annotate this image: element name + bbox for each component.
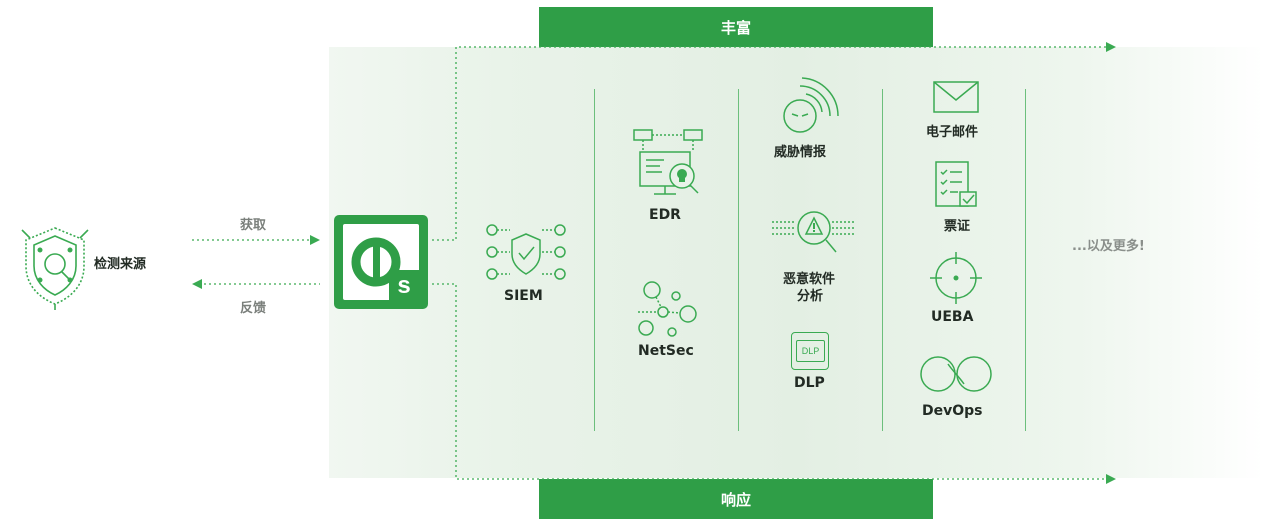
dlp-icon: DLP [791, 332, 829, 370]
platform-logo: s [334, 215, 428, 309]
threat-intel-label: 威胁情报 [774, 145, 827, 160]
bottom-connector-line [432, 283, 1108, 480]
feedback-arrow-head [192, 279, 202, 289]
netsec-label: NetSec [638, 343, 694, 359]
email-label: 电子邮件 [926, 125, 979, 140]
and-more-label: ...以及更多! [1072, 239, 1145, 254]
divider-1 [594, 89, 595, 431]
ueba-label: UEBA [931, 309, 974, 325]
netsec-icon [638, 281, 697, 337]
threat-intel-icon [783, 77, 839, 133]
detection-source-shield-icon [21, 227, 89, 310]
divider-4 [1025, 89, 1026, 431]
ticket-icon [935, 161, 977, 207]
siem-icon [486, 224, 566, 280]
feedback-label: 反馈 [240, 301, 267, 316]
dlp-icon-text: DLP [796, 340, 825, 362]
dlp-label: DLP [794, 375, 825, 391]
acquire-label: 获取 [240, 218, 267, 233]
svg-text:s: s [397, 272, 410, 299]
edr-icon [633, 129, 703, 195]
respond-band: 响应 [539, 479, 933, 519]
malware-label-line2: 分析 [797, 289, 824, 304]
integration-panel [329, 47, 1264, 478]
top-arrow-head [1106, 42, 1116, 52]
devops-label: DevOps [922, 403, 983, 419]
divider-2 [738, 89, 739, 431]
acquire-arrow-head [310, 235, 320, 245]
detection-source-label: 检测来源 [94, 257, 147, 272]
bottom-arrow-head [1106, 474, 1116, 484]
ueba-icon [930, 252, 982, 304]
malware-label-line1: 恶意软件 [783, 272, 836, 287]
email-icon [933, 81, 979, 113]
divider-3 [882, 89, 883, 431]
ticket-label: 票证 [944, 219, 971, 234]
malware-analysis-icon [772, 211, 854, 253]
edr-label: EDR [649, 207, 681, 223]
siem-label: SIEM [504, 288, 543, 304]
devops-icon [920, 356, 992, 392]
top-connector-line [432, 46, 1108, 241]
enrich-band: 丰富 [539, 7, 933, 47]
